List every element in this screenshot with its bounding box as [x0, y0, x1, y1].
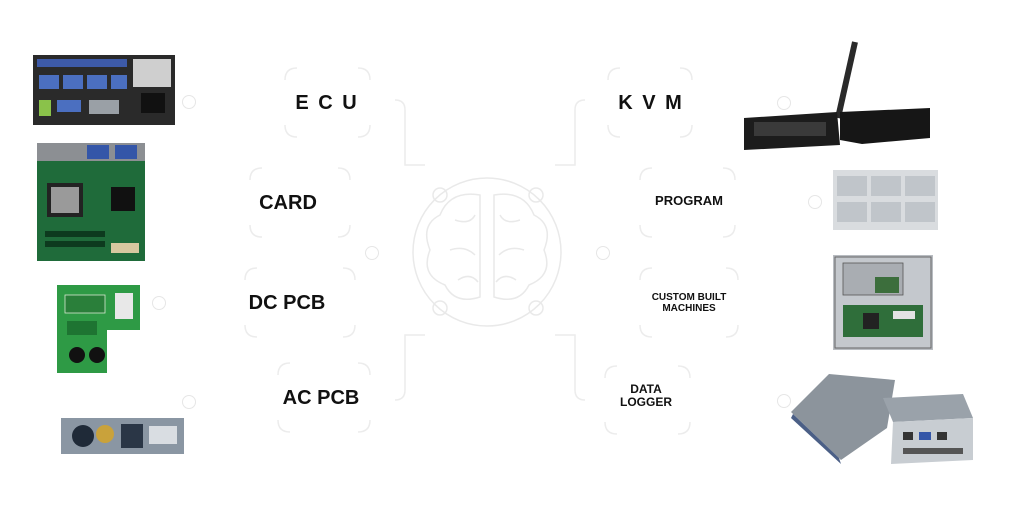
- program-photo: [833, 170, 938, 230]
- connector-lines: [244, 67, 739, 435]
- ac-pcb-photo: [61, 418, 184, 454]
- connector-dot: [777, 96, 791, 110]
- connector-dot: [152, 296, 166, 310]
- label-custom-built-machines: CUSTOM BUILT MACHINES: [651, 292, 727, 314]
- label-kvm: K V M: [618, 92, 684, 114]
- connector-dot: [596, 246, 610, 260]
- card-photo: [37, 143, 145, 261]
- data-logger-photo: [783, 368, 978, 465]
- label-ecu: E C U: [295, 92, 359, 114]
- custom-built-machines-photo: [833, 255, 933, 350]
- label-program: PROGRAM: [655, 193, 723, 208]
- brain-icon: [412, 177, 562, 327]
- connector-dot: [182, 95, 196, 109]
- label-dc-pcb: DC PCB: [248, 292, 326, 314]
- connector-dot: [365, 246, 379, 260]
- dc-pcb-photo: [57, 285, 140, 373]
- label-card: CARD: [259, 192, 317, 214]
- connector-dot: [808, 195, 822, 209]
- label-ac-pcb: AC PCB: [282, 387, 360, 409]
- label-data-logger: DATA LOGGER: [619, 382, 672, 410]
- connector-dot: [182, 395, 196, 409]
- connector-dot: [777, 394, 791, 408]
- kvm-photo: [742, 40, 932, 150]
- ecu-photo: [33, 55, 175, 125]
